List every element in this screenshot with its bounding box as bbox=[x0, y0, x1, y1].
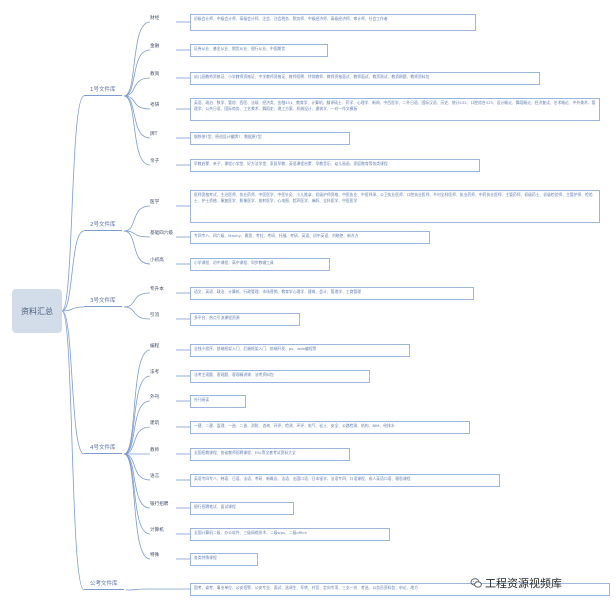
root-label: 资料汇总 bbox=[21, 306, 53, 316]
library-to-category-line bbox=[123, 453, 151, 509]
root-to-library-line bbox=[61, 95, 85, 312]
category-node[interactable]: 银行招聘 bbox=[150, 502, 169, 507]
library-node[interactable]: 3号文件库 bbox=[84, 293, 122, 307]
topic-list-box[interactable]: 早教启蒙、亲子、课程小学堂、好方法学堂、家庭早教、英语课程启蒙、早教音乐、幼儿画… bbox=[190, 158, 480, 172]
library-label: 2号文件库 bbox=[90, 221, 116, 228]
category-node[interactable]: 基础四六级 bbox=[150, 231, 173, 236]
library-node[interactable]: 公考文件库 bbox=[84, 576, 124, 590]
topic-list-box[interactable]: 专四专八、四六级、Manny、雅思、考拉、考研、托福、考研、英语、初中英语、刘晓… bbox=[190, 230, 430, 244]
library-to-category-line bbox=[123, 306, 151, 320]
library-to-category-line bbox=[123, 400, 151, 455]
category-node[interactable]: 法考 bbox=[150, 370, 160, 375]
library-to-category-line bbox=[123, 375, 151, 455]
category-node[interactable]: 财经 bbox=[150, 16, 160, 21]
library-to-category-line bbox=[123, 230, 151, 238]
category-node[interactable]: 引流 bbox=[150, 313, 160, 318]
category-node[interactable]: 考研 bbox=[150, 103, 160, 108]
library-label: 公考文件库 bbox=[90, 580, 118, 587]
library-to-category-line bbox=[123, 205, 151, 232]
topic-list-box[interactable]: 多平台、热点引流课程资源 bbox=[190, 312, 300, 326]
library-to-category-line bbox=[123, 426, 151, 455]
library-to-category-line bbox=[123, 453, 151, 560]
library-to-category-line bbox=[125, 588, 151, 591]
topic-list-box[interactable]: 全国招教课程、各省教师招聘课程、ESL等全套考试资料大全 bbox=[190, 447, 350, 461]
library-to-category-line bbox=[123, 77, 151, 97]
topic-list-box[interactable]: 钢铁侠T型、原创设计徽牌T、数据原T型 bbox=[190, 131, 350, 145]
wechat-icon bbox=[470, 578, 482, 588]
root-node[interactable]: 资料汇总 bbox=[12, 289, 62, 333]
topic-list-box[interactable]: 各类特殊课程 bbox=[190, 552, 258, 566]
topic-list-box[interactable]: 英语、政治、数学、管综、西医、法硕、经济类、金融431、教育学、计算机、翻译硕士… bbox=[190, 97, 600, 121]
category-node[interactable]: 亲子 bbox=[150, 159, 160, 164]
topic-list-box[interactable]: 小学课程、初中课程、高中课程、同步教辅工具 bbox=[190, 257, 330, 271]
library-to-category-line bbox=[123, 95, 151, 139]
library-to-category-line bbox=[123, 453, 151, 535]
library-to-category-line bbox=[123, 230, 151, 265]
watermark-text: 工程资源视频库 bbox=[485, 577, 562, 590]
library-label: 1号文件库 bbox=[90, 86, 116, 93]
library-to-category-line bbox=[123, 95, 151, 110]
topic-list-box[interactable]: 证券从业、基金从业、期货从业、银行从业、中国期货 bbox=[190, 43, 328, 57]
topic-list-box[interactable]: 银行招聘笔试、面试课程 bbox=[190, 501, 294, 515]
category-node[interactable]: 专升本 bbox=[150, 287, 164, 292]
library-to-category-line bbox=[123, 95, 151, 166]
library-to-category-line bbox=[123, 292, 151, 308]
library-to-category-line bbox=[123, 349, 151, 455]
category-node[interactable]: 金融 bbox=[150, 44, 160, 49]
watermark: 工程资源视频库 bbox=[470, 575, 562, 591]
library-label: 4号文件库 bbox=[90, 444, 116, 451]
library-to-category-line bbox=[123, 49, 151, 97]
topic-list-box[interactable]: 初级会计师、中级会计师、高级会计师、注会、注会税务、税务师、中级经济师、高级经济… bbox=[190, 13, 476, 31]
topic-list-box[interactable]: 全栈小程序、前端框架入门、后端框架入门、前端开发、ps、web编程等 bbox=[190, 343, 410, 357]
category-node[interactable]: 小初高 bbox=[150, 258, 164, 263]
category-node[interactable]: 计算机 bbox=[150, 528, 164, 533]
category-node[interactable]: 牌T bbox=[150, 132, 158, 137]
library-label: 3号文件库 bbox=[90, 297, 116, 304]
category-node[interactable]: 教师 bbox=[150, 448, 160, 453]
library-to-category-line bbox=[123, 453, 151, 481]
library-to-category-line bbox=[123, 21, 151, 97]
topic-list-box[interactable]: 语文、英语、政治、计算机、行政管理、市场营销、教育学心理学、建筑、会计、管理学、… bbox=[190, 286, 474, 300]
topic-list-box[interactable]: 医师资格考试、主治医师、执业药师、中医医学、中医针灸、小儿推拿、初级护师资格、中… bbox=[190, 189, 600, 223]
category-node[interactable]: 外刊 bbox=[150, 395, 160, 400]
topic-list-box[interactable]: 国考、省考、事业单位、公安招警、公安专业、面试、选调生、军转、村官、定向专项、三… bbox=[190, 582, 610, 596]
root-to-library-line bbox=[61, 310, 85, 591]
category-node[interactable]: 建筑 bbox=[150, 421, 160, 426]
category-node[interactable]: 教资 bbox=[150, 72, 160, 77]
category-node[interactable]: 语言 bbox=[150, 474, 160, 479]
category-node[interactable]: 医学 bbox=[150, 200, 160, 205]
root-to-library-line bbox=[61, 310, 85, 455]
topic-list-box[interactable]: 法考主观题、客观题、客观精讲课、法考资料包 bbox=[190, 369, 370, 383]
root-to-library-line bbox=[61, 306, 85, 312]
library-node[interactable]: 2号文件库 bbox=[84, 217, 122, 231]
category-node[interactable]: 特殊 bbox=[150, 553, 160, 558]
topic-list-box[interactable]: 全国计算机二级、办公软件、三级网络技术、二级wps、二级office bbox=[190, 527, 390, 541]
topic-list-box[interactable]: 英语专四专八、韩语、日语、法语、考研、新概念、法语、出国口语、日本留学、法语专四… bbox=[190, 473, 500, 487]
topic-list-box[interactable]: 一建、二建、监理、一造、二造、消防、咨询、环评、检测、环评、电气、岩土、安全、公… bbox=[190, 420, 470, 434]
library-node[interactable]: 1号文件库 bbox=[84, 82, 122, 96]
category-node[interactable]: 编程 bbox=[150, 344, 160, 349]
topic-list-box[interactable]: 外刊阅读 bbox=[190, 394, 246, 408]
library-node[interactable]: 4号文件库 bbox=[84, 440, 122, 454]
topic-list-box[interactable]: 幼儿园教师资格证、小学教师资格证、中学教师资格证、教师招聘、特岗教师、教师资格面… bbox=[190, 71, 540, 85]
root-to-library-line bbox=[61, 230, 85, 312]
